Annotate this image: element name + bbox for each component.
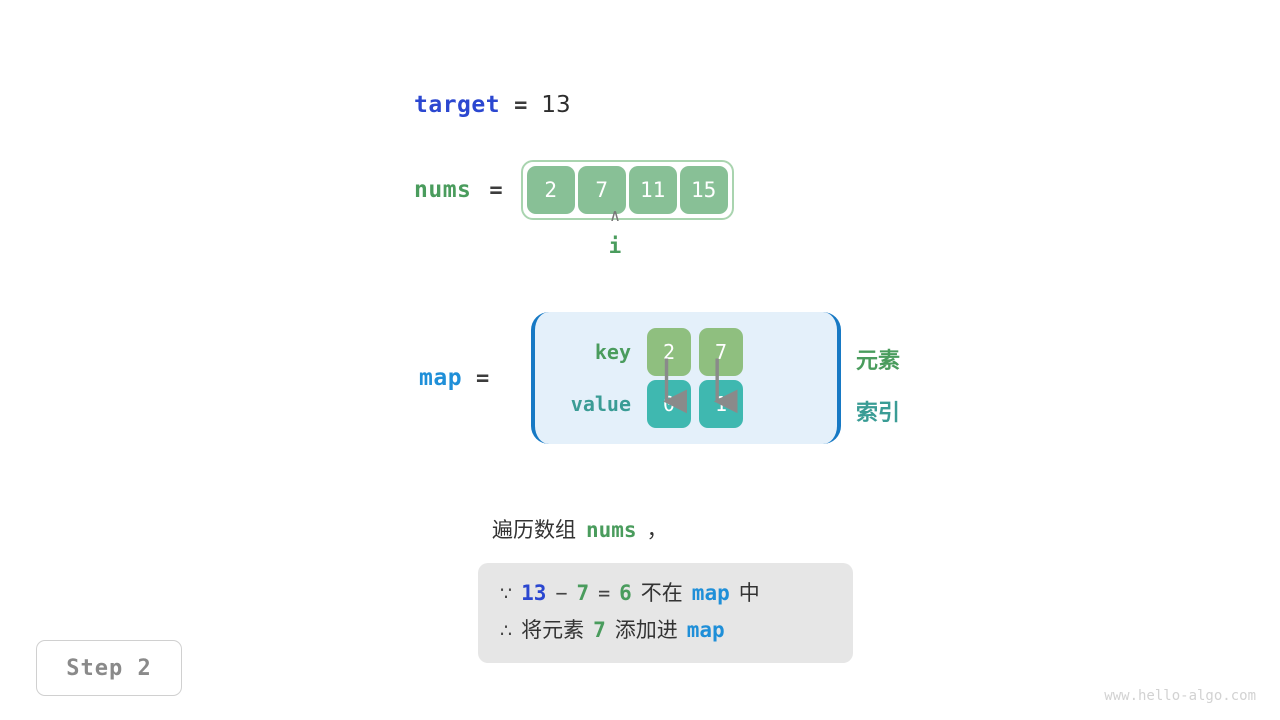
- map-key-row: key 2 7: [535, 326, 837, 378]
- side-label-index: 索引: [856, 401, 901, 426]
- nums-row: nums = 2 7 11 15: [414, 160, 734, 220]
- conclusion-text-mid: 不在: [640, 581, 683, 605]
- target-row: target = 13: [414, 92, 571, 118]
- target-equals-sign: =: [514, 93, 528, 118]
- conclusion2-text-mid: 添加进: [614, 618, 678, 642]
- map-key-cell: 2: [647, 328, 691, 376]
- conclusion2-code-map: map: [686, 618, 725, 642]
- map-label-group: map =: [414, 365, 527, 391]
- map-equals-sign: =: [476, 365, 490, 391]
- map-value-cell: 1: [699, 380, 743, 428]
- description-prefix: 遍历数组: [492, 518, 576, 542]
- map-value-row: value 0 1: [535, 378, 837, 430]
- map-row: map = key 2 7 value 0 1: [414, 312, 841, 444]
- conclusion2-value: 7: [593, 618, 606, 642]
- description-line: 遍历数组 nums ，: [492, 514, 668, 544]
- map-label: map: [419, 365, 463, 391]
- index-pointer: ∧ i: [595, 206, 635, 259]
- description-suffix: ，: [646, 518, 668, 542]
- map-value-row-label: value: [570, 392, 631, 416]
- nums-label: nums: [414, 177, 472, 203]
- therefore-symbol: ∴: [500, 620, 513, 642]
- pointer-label: i: [608, 234, 622, 258]
- conclusion-text-end: 中: [738, 581, 760, 605]
- conclusion-result: 6: [619, 581, 632, 605]
- conclusion2-text-start: 将元素: [521, 618, 585, 642]
- array-container: 2 7 11 15: [520, 160, 734, 220]
- conclusion-code-map: map: [691, 581, 730, 605]
- map-side-labels: 元素 索引: [856, 336, 900, 440]
- array-cell: 7: [577, 166, 626, 214]
- step-badge: Step 2: [36, 640, 182, 696]
- map-key-cell: 7: [699, 328, 743, 376]
- side-label-element: 元素: [856, 349, 901, 374]
- conclusion-line-1: ∵ 13 − 7 = 6 不在 map 中: [500, 575, 831, 612]
- watermark: www.hello-algo.com: [1104, 688, 1256, 704]
- nums-equals-sign: =: [489, 177, 503, 203]
- conclusion-line-2: ∴ 将元素 7 添加进 map: [500, 612, 831, 649]
- map-key-row-label: key: [594, 340, 631, 364]
- target-label: target: [414, 92, 501, 118]
- array-cell: 15: [679, 166, 728, 214]
- conclusion-operand-a: 13: [521, 581, 547, 605]
- map-container: key 2 7 value 0 1: [531, 312, 841, 444]
- conclusion-box: ∵ 13 − 7 = 6 不在 map 中 ∴ 将元素 7 添加进 map: [478, 563, 853, 663]
- equals-operator: =: [598, 581, 611, 605]
- conclusion-operand-b: 7: [576, 581, 590, 605]
- minus-operator: −: [555, 581, 568, 605]
- description-code-nums: nums: [586, 518, 637, 542]
- target-value: 13: [541, 92, 571, 118]
- array-cell: 11: [628, 166, 677, 214]
- map-value-cells: 0 1: [647, 380, 743, 428]
- caret-up-icon: ∧: [609, 206, 621, 226]
- map-value-cell: 0: [647, 380, 691, 428]
- array-cell: 2: [526, 166, 575, 214]
- map-key-cells: 2 7: [647, 328, 743, 376]
- because-symbol: ∵: [500, 583, 513, 605]
